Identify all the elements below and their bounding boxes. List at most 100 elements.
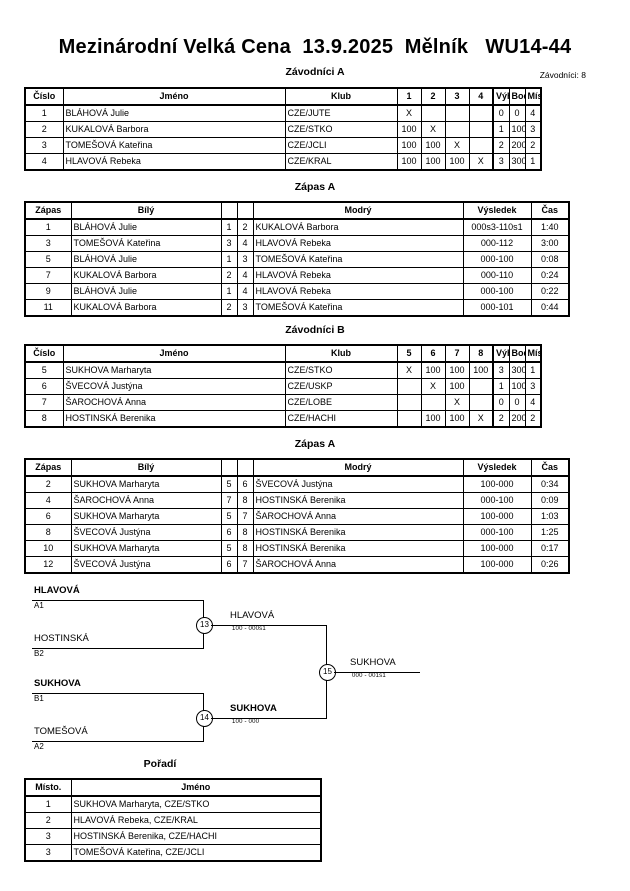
white-seed: 5 bbox=[220, 475, 238, 493]
white-competitor: SUKHOVA Marharyta bbox=[70, 540, 222, 557]
match-time: 3:00 bbox=[530, 235, 570, 252]
blue-seed: 3 bbox=[236, 299, 254, 317]
white-seed: 5 bbox=[220, 508, 238, 525]
points-value: 200 bbox=[508, 137, 526, 154]
competitor-club: CZE/STKO bbox=[284, 121, 398, 138]
match-result-cell-0 bbox=[396, 378, 422, 395]
points-value: 100 bbox=[508, 121, 526, 138]
competitor-number: 6 bbox=[24, 378, 64, 395]
white-competitor: ŠVECOVÁ Justýna bbox=[70, 524, 222, 541]
bracket-line bbox=[334, 672, 420, 673]
rank-value: 4 bbox=[524, 104, 542, 122]
bracket-entry-name: SUKHOVA bbox=[34, 678, 81, 689]
blue-seed: 8 bbox=[236, 492, 254, 509]
bracket-semifinal-score: 100 - 000s1 bbox=[232, 626, 266, 632]
blue-competitor: HLAVOVÁ Rebeka bbox=[252, 283, 464, 300]
column-header-8: Body bbox=[508, 87, 526, 106]
competitor-number: 4 bbox=[24, 153, 64, 171]
bracket-entry-name: HOSTINSKÁ bbox=[34, 633, 89, 644]
match-result-cell-2 bbox=[444, 104, 470, 122]
bracket-final-winner: SUKHOVA bbox=[350, 657, 396, 668]
match-result-cell-3 bbox=[468, 104, 494, 122]
match-score: 100-000 bbox=[462, 508, 532, 525]
wins-value: 2 bbox=[492, 410, 510, 428]
match-score: 000-100 bbox=[462, 251, 532, 268]
column-header-5: Výsledek bbox=[462, 458, 532, 477]
match-result-cell-3: X bbox=[468, 153, 494, 171]
match-time: 1:25 bbox=[530, 524, 570, 541]
column-header-7: Výhra bbox=[492, 344, 510, 363]
match-score: 000-100 bbox=[462, 524, 532, 541]
blue-seed: 8 bbox=[236, 524, 254, 541]
match-result-cell-0: 100 bbox=[396, 153, 422, 171]
match-result-cell-1: X bbox=[420, 378, 446, 395]
final-rank: 3 bbox=[24, 844, 72, 862]
white-seed: 7 bbox=[220, 492, 238, 509]
match-time: 0:24 bbox=[530, 267, 570, 284]
bracket-entry-seed: A1 bbox=[34, 601, 44, 610]
match-number: 1 bbox=[24, 218, 72, 236]
competitor-club: CZE/HACHI bbox=[284, 410, 398, 428]
knockout-bracket: HLAVOVÁ A1 HOSTINSKÁ B2 13 HLAVOVÁ 100 -… bbox=[0, 578, 630, 763]
column-header-1: Jméno bbox=[62, 344, 286, 363]
competitor-club: CZE/JUTE bbox=[284, 104, 398, 122]
blue-seed: 7 bbox=[236, 508, 254, 525]
white-competitor: SUKHOVA Marharyta bbox=[70, 475, 222, 493]
match-number: 6 bbox=[24, 508, 72, 525]
column-header-3: 1 bbox=[396, 87, 422, 106]
blue-competitor: ŠAROCHOVÁ Anna bbox=[252, 556, 464, 574]
wins-value: 3 bbox=[492, 361, 510, 379]
blue-seed: 7 bbox=[236, 556, 254, 574]
competitor-name: ŠVECOVÁ Justýna bbox=[62, 378, 286, 395]
white-seed: 2 bbox=[220, 299, 238, 317]
column-header-4: 6 bbox=[420, 344, 446, 363]
points-value: 0 bbox=[508, 104, 526, 122]
column-header-1: Bílý bbox=[70, 201, 222, 220]
white-competitor: TOMEŠOVÁ Kateřina bbox=[70, 235, 222, 252]
rank-value: 2 bbox=[524, 410, 542, 428]
wins-value: 2 bbox=[492, 137, 510, 154]
match-result-cell-1: 100 bbox=[420, 153, 446, 171]
column-header-0: Místo. bbox=[24, 778, 72, 797]
points-value: 300 bbox=[508, 153, 526, 171]
points-value: 0 bbox=[508, 394, 526, 411]
blue-seed: 2 bbox=[236, 218, 254, 236]
wins-value: 0 bbox=[492, 394, 510, 411]
match-result-cell-3: X bbox=[468, 410, 494, 428]
match-number: 2 bbox=[24, 475, 72, 493]
competitor-name: TOMEŠOVÁ Kateřina bbox=[62, 137, 286, 154]
competitor-number: 5 bbox=[24, 361, 64, 379]
table-header-row: Místo.Jméno bbox=[24, 778, 322, 797]
column-header-2 bbox=[220, 458, 238, 477]
match-result-cell-1: 100 bbox=[420, 137, 446, 154]
match-result-cell-0: X bbox=[396, 361, 422, 379]
final-rank: 1 bbox=[24, 795, 72, 813]
competitor-number: 1 bbox=[24, 104, 64, 122]
column-header-5: 3 bbox=[444, 87, 470, 106]
match-time: 0:26 bbox=[530, 556, 570, 574]
match-time: 0:17 bbox=[530, 540, 570, 557]
points-value: 300 bbox=[508, 361, 526, 379]
table-header-row: ČísloJménoKlub1234VýhraBodyMísto. bbox=[24, 87, 542, 106]
rank-value: 1 bbox=[524, 153, 542, 171]
bracket-line bbox=[32, 741, 204, 742]
match-result-cell-3 bbox=[468, 137, 494, 154]
match-result-cell-2 bbox=[444, 121, 470, 138]
match-number: 11 bbox=[24, 299, 72, 317]
column-header-0: Zápas bbox=[24, 201, 72, 220]
match-score: 000s3-110s1 bbox=[462, 218, 532, 236]
bracket-line bbox=[32, 648, 204, 649]
match-result-cell-1: X bbox=[420, 121, 446, 138]
competitor-name: HLAVOVÁ Rebeka bbox=[62, 153, 286, 171]
column-header-3: 5 bbox=[396, 344, 422, 363]
white-competitor: ŠAROCHOVÁ Anna bbox=[70, 492, 222, 509]
competitor-number: 8 bbox=[24, 410, 64, 428]
